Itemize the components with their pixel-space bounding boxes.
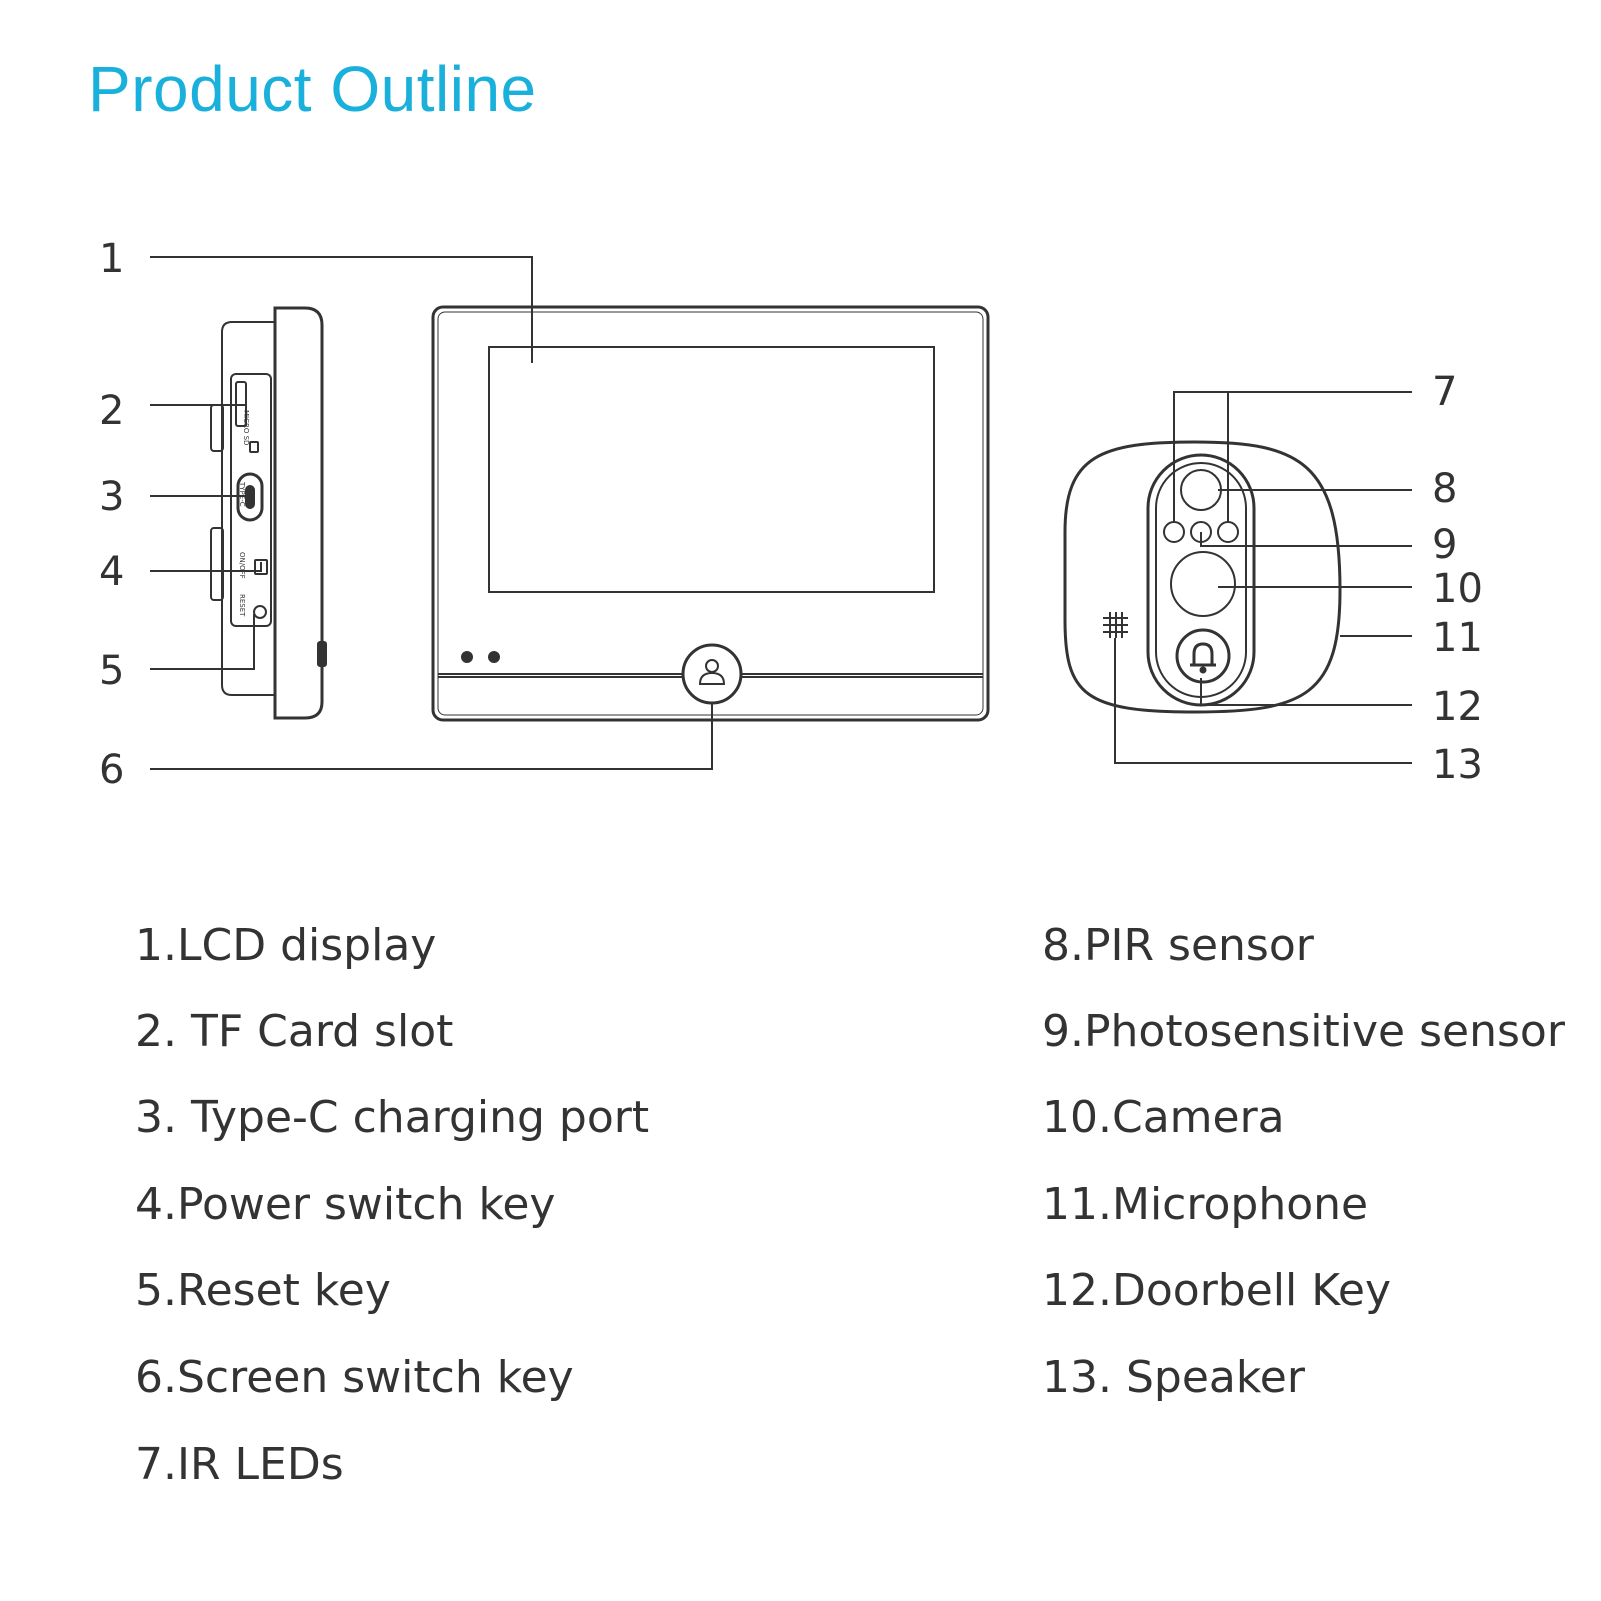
callout-number: 11 <box>1432 615 1483 661</box>
legend-item: 6.Screen switch key <box>135 1352 574 1403</box>
camera-lens <box>1170 551 1236 617</box>
legend-item: 9.Photosensitive sensor <box>1042 1006 1565 1057</box>
legend-item: 10.Camera <box>1042 1092 1285 1143</box>
leader-lines <box>150 256 1412 770</box>
callout-number: 10 <box>1432 566 1483 612</box>
side-port-label-reset: RESET <box>238 594 246 617</box>
legend-item: 1.LCD display <box>135 920 437 971</box>
legend-item: 5.Reset key <box>135 1265 391 1316</box>
legend-item: 12.Doorbell Key <box>1042 1265 1391 1316</box>
legend-item: 13. Speaker <box>1042 1352 1305 1403</box>
callout-numbers: 1 2 3 4 5 6 7 8 9 10 11 12 13 <box>99 236 1483 793</box>
callout-number: 6 <box>99 747 124 793</box>
callout-number: 1 <box>99 236 124 282</box>
side-port-label-typec: TYPE-C <box>238 481 246 507</box>
callout-number: 13 <box>1432 742 1483 788</box>
callout-number: 5 <box>99 648 124 694</box>
indicator-dot <box>488 651 500 663</box>
power-switch[interactable] <box>254 559 268 575</box>
side-port-label-sd: MICRO SD <box>242 410 250 445</box>
pir-sensor <box>1180 469 1222 511</box>
callout-number: 2 <box>99 388 124 434</box>
side-port-panel: MICRO SD TYPE-C ON/OFF RESET <box>230 373 272 627</box>
side-port-label-onoff: ON/OFF <box>238 552 246 579</box>
callout-number: 12 <box>1432 684 1483 730</box>
legend-item: 11.Microphone <box>1042 1179 1369 1230</box>
reset-hole[interactable] <box>253 605 267 619</box>
indicator-dot <box>461 651 473 663</box>
callout-number: 4 <box>99 549 124 595</box>
legend-item: 4.Power switch key <box>135 1179 556 1230</box>
doorbell-camera-unit <box>1063 440 1342 714</box>
callout-number: 8 <box>1432 466 1457 512</box>
legend-item: 8.PIR sensor <box>1042 920 1314 971</box>
bell-icon <box>1190 642 1216 674</box>
legend-item: 2. TF Card slot <box>135 1006 454 1057</box>
page-title: Product Outline <box>88 53 537 125</box>
legend-item: 3. Type-C charging port <box>135 1092 650 1143</box>
ir-led <box>1217 521 1239 543</box>
lcd-display <box>488 346 935 593</box>
user-icon <box>698 659 726 685</box>
callout-number: 3 <box>99 474 124 520</box>
doorbell-button[interactable] <box>1175 628 1231 684</box>
monitor-side-view: MICRO SD TYPE-C ON/OFF RESET <box>210 306 327 720</box>
legend-item: 7.IR LEDs <box>135 1439 344 1490</box>
screen-switch-button[interactable] <box>681 643 743 705</box>
ir-led <box>1163 521 1185 543</box>
callout-number: 7 <box>1432 369 1457 415</box>
callout-number: 9 <box>1432 522 1457 568</box>
monitor-front-view <box>431 305 990 722</box>
speaker-grille-icon <box>1103 612 1128 638</box>
